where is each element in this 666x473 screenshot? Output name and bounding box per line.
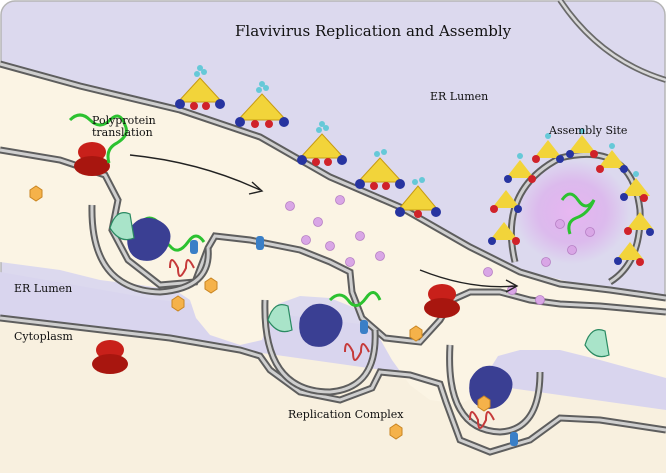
virion-particles bbox=[285, 195, 595, 305]
transmembrane-loops bbox=[169, 259, 495, 429]
er-lumen-left-label: ER Lumen bbox=[14, 282, 72, 295]
ns-proteins bbox=[109, 212, 610, 446]
polyprotein-label-line1: Polyprotein bbox=[92, 114, 156, 127]
hexagon-icons bbox=[29, 185, 491, 440]
er-lumen-top-label: ER Lumen bbox=[430, 90, 488, 103]
process-arrows bbox=[129, 154, 519, 293]
cytoplasm-label: Cytoplasm bbox=[14, 330, 73, 343]
cytoplasm-region bbox=[0, 62, 666, 404]
assembly-site-label: Assembly Site bbox=[548, 124, 627, 137]
lower-vesicle-core bbox=[448, 344, 542, 434]
assembly-site-glow bbox=[514, 160, 630, 264]
left-vesicle-core bbox=[90, 204, 210, 294]
top-right-membrane-core bbox=[558, 0, 666, 82]
replication-complex-label: Replication Complex bbox=[288, 408, 404, 421]
diagram-title: Flavivirus Replication and Assembly bbox=[235, 22, 512, 40]
glycoprotein-clusters bbox=[175, 65, 654, 266]
bottom-membrane-core bbox=[0, 316, 666, 454]
ribosome-icons bbox=[74, 142, 460, 374]
lower-er-membrane-core bbox=[0, 148, 666, 344]
polyprotein-label-line2: translation bbox=[92, 126, 153, 139]
middle-vesicle-core bbox=[263, 299, 377, 394]
